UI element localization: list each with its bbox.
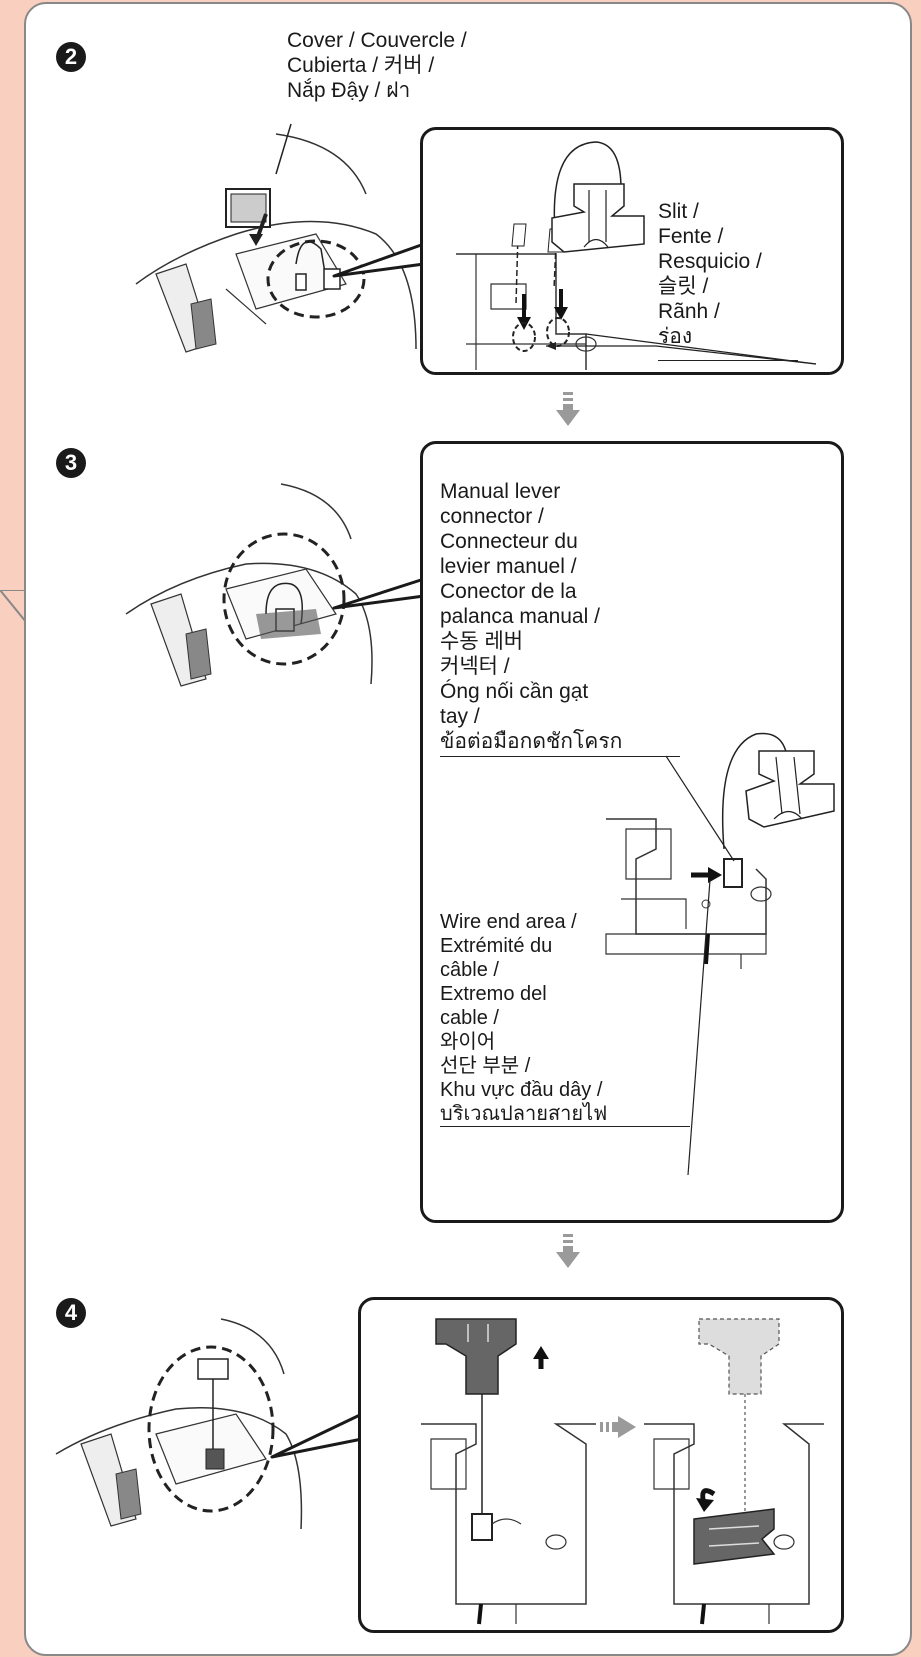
step-4-callout-pointer [270, 1412, 363, 1459]
step-4-right-arrow [600, 1416, 636, 1438]
slit-label-underline [658, 360, 798, 361]
step-3-detail-callout [420, 441, 844, 1223]
step-4-toilet-illustration [55, 1318, 303, 1530]
step-3-toilet-illustration [125, 483, 373, 687]
step-4-badge: 4 [56, 1298, 86, 1328]
step-2-tag-illustration [551, 183, 645, 253]
step-4-before-illustration [421, 1318, 596, 1625]
connector-label-underline [440, 756, 680, 757]
step-3-callout-pointer [332, 577, 425, 610]
step-2-badge: 2 [56, 42, 86, 72]
connector-pointer-line [665, 755, 735, 862]
step-3-badge: 3 [56, 448, 86, 478]
step-3-tag-illustration [745, 750, 835, 828]
flow-arrow-down-1 [556, 392, 580, 426]
side-tab-notch [0, 590, 26, 622]
flow-arrow-down-2 [556, 1234, 580, 1268]
manual-lever-connector-label: Manual lever connector / Connecteur du l… [440, 480, 623, 753]
step-2-callout-pointer [332, 242, 425, 278]
wire-label-underline [440, 1126, 690, 1127]
step-4-after-illustration [644, 1318, 824, 1625]
instruction-panel: 2 Cover / Couvercle / Cubierta / 커버 / Nắ… [24, 2, 912, 1656]
step-2-detail-callout [420, 127, 844, 375]
step-2-toilet-illustration [135, 123, 417, 353]
cover-label: Cover / Couvercle / Cubierta / 커버 / Nắp … [287, 29, 467, 102]
slit-pointer-lines [546, 333, 817, 365]
wire-end-area-label: Wire end area / Extrémité du câble / Ext… [440, 911, 608, 1125]
step-3-detail-illustration [605, 732, 789, 969]
slit-label: Slit / Fente / Resquicio / 슬릿 / Rãnh / ร… [658, 200, 762, 348]
wire-end-pointer-line [687, 879, 711, 1176]
